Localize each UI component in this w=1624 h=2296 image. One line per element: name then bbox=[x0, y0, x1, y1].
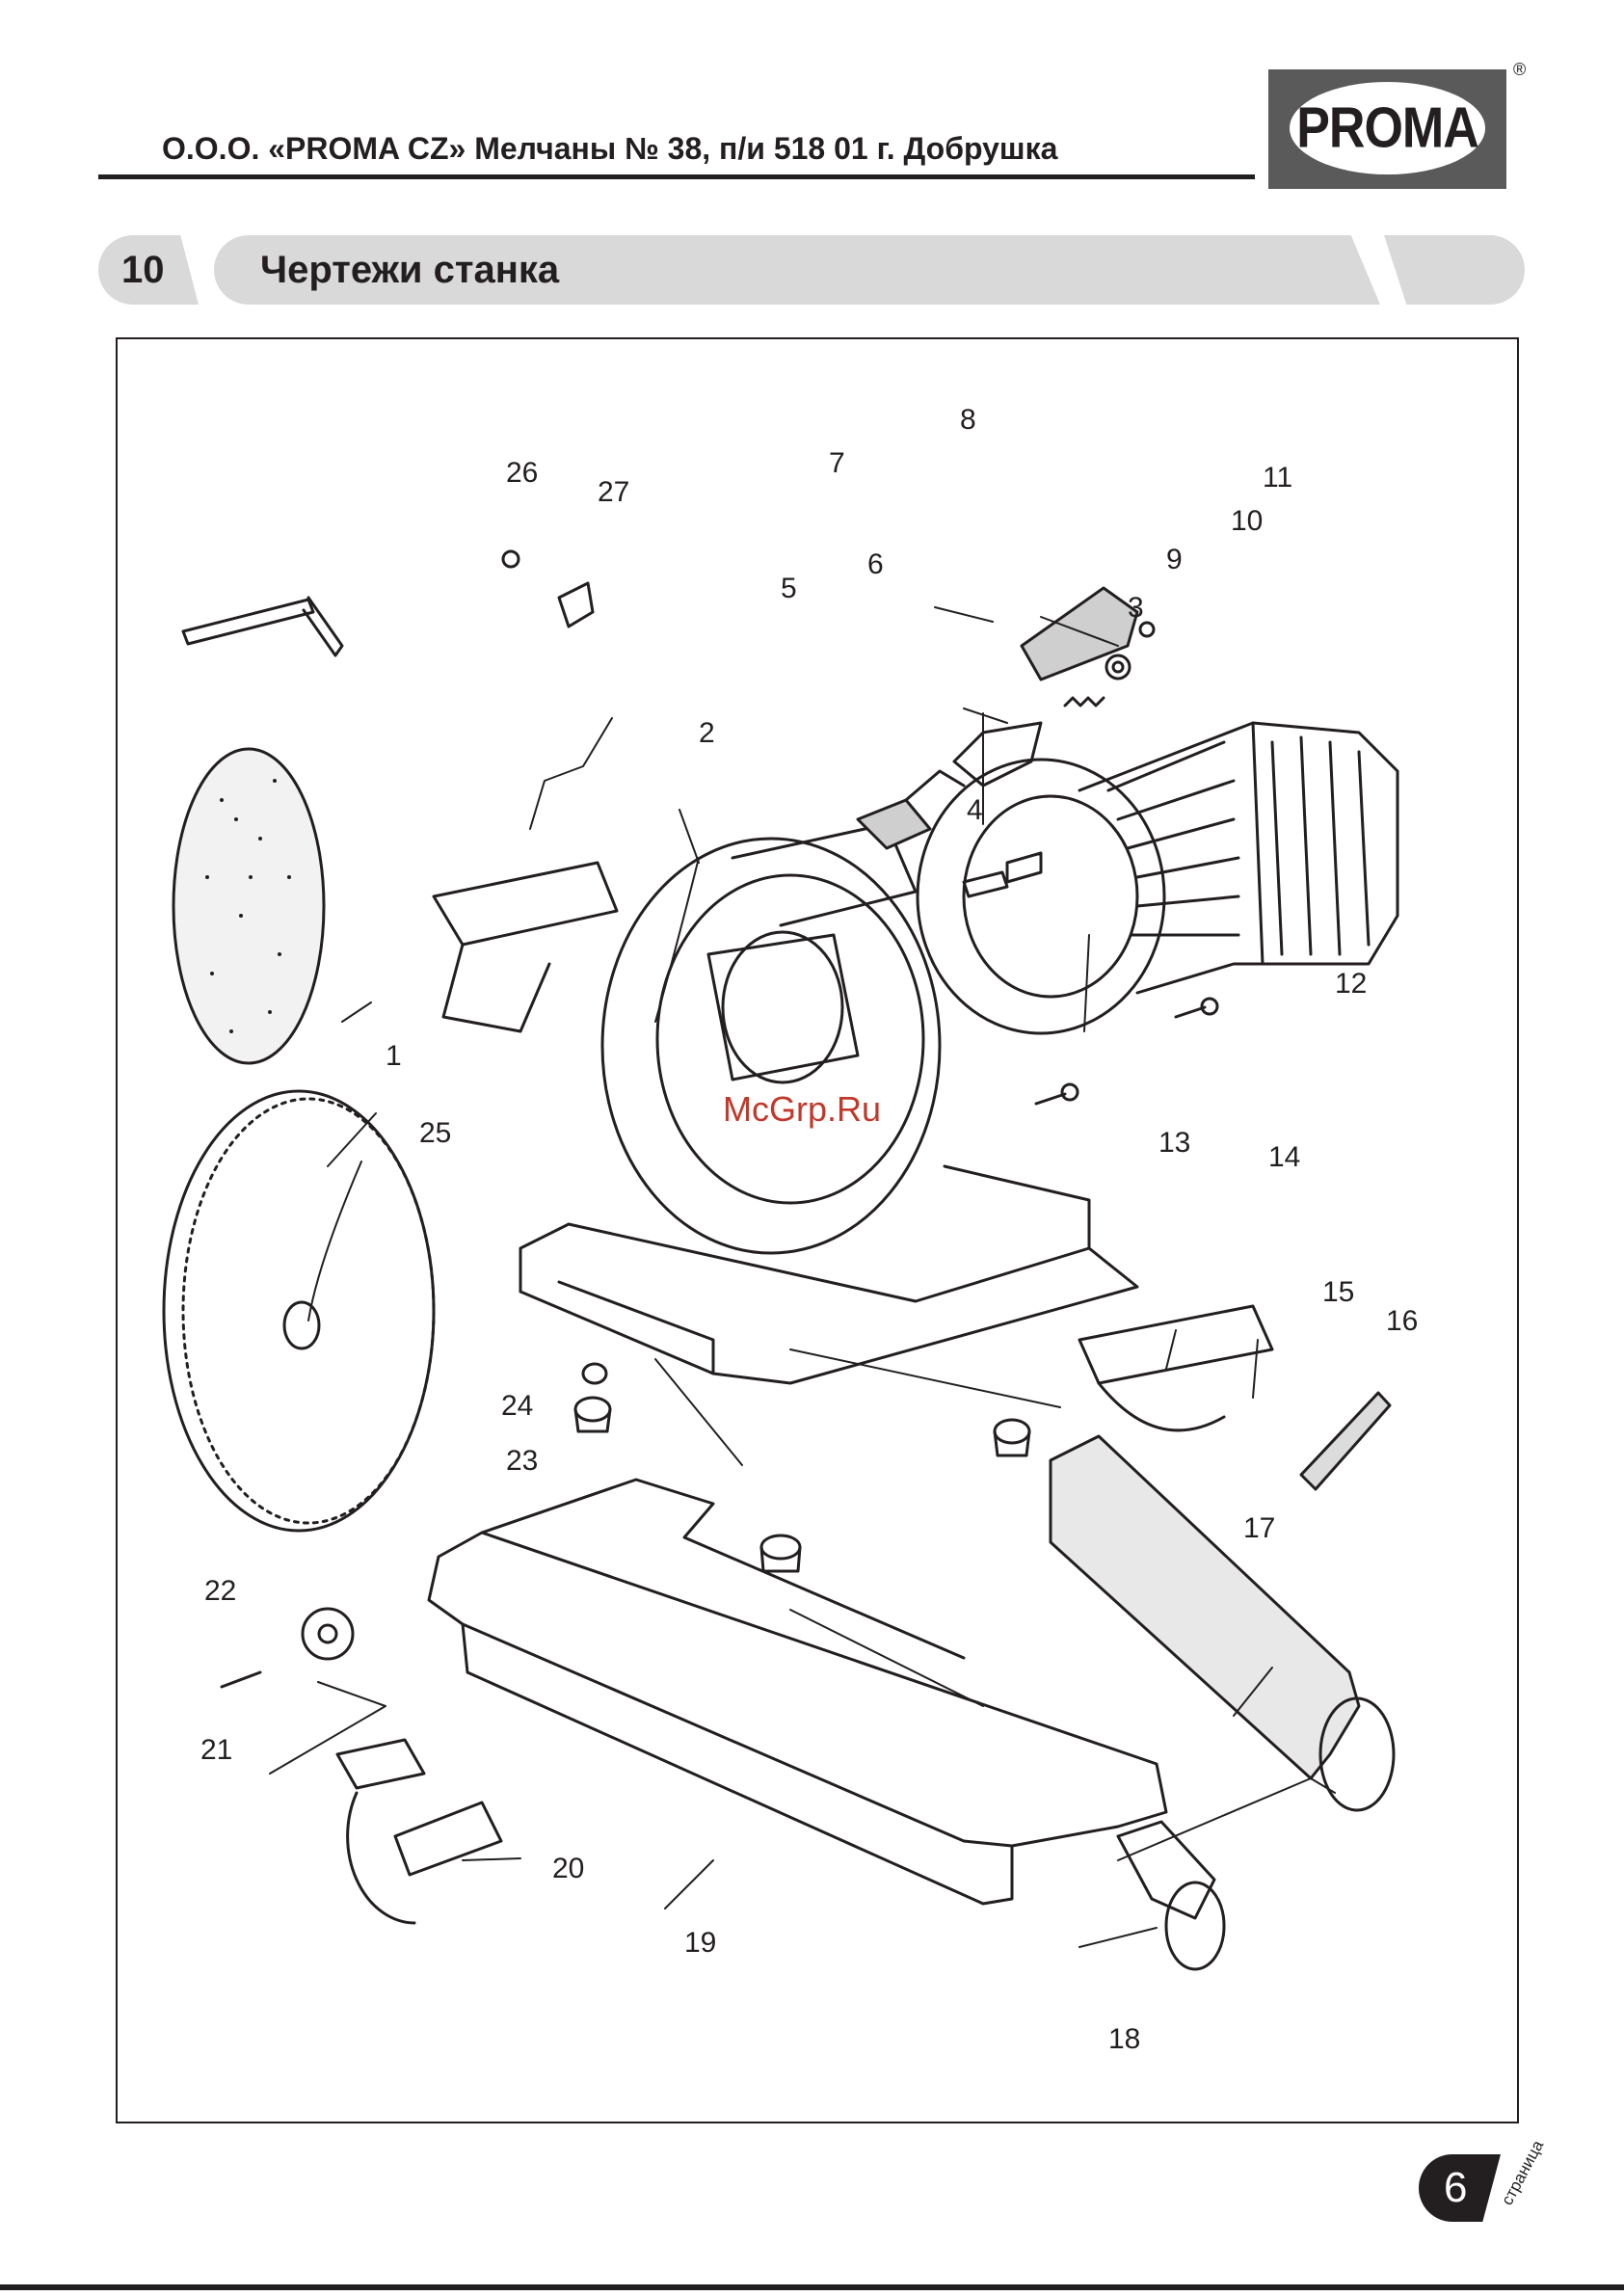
page-word-label: страница bbox=[1498, 2137, 1548, 2208]
callout-3: 3 bbox=[1128, 592, 1144, 624]
watermark-text: McGrp.Ru bbox=[723, 1089, 881, 1129]
callout-17: 17 bbox=[1243, 1512, 1275, 1544]
callout-23: 23 bbox=[506, 1445, 538, 1477]
callout-15: 15 bbox=[1322, 1276, 1354, 1308]
callout-10: 10 bbox=[1231, 505, 1263, 537]
callout-13: 13 bbox=[1158, 1127, 1190, 1159]
callout-16: 16 bbox=[1386, 1305, 1418, 1337]
callout-1: 1 bbox=[386, 1040, 402, 1072]
registered-mark: ® bbox=[1513, 60, 1526, 80]
page-number-badge: 6 bbox=[1419, 2154, 1501, 2222]
section-bar-tail bbox=[1384, 235, 1525, 305]
wheel-housing bbox=[602, 839, 940, 1253]
callout-22: 22 bbox=[204, 1575, 236, 1607]
header-divider bbox=[98, 174, 1255, 179]
abrasive-disc bbox=[173, 749, 324, 1063]
section-title: Чертежи станка bbox=[260, 249, 559, 292]
callout-9: 9 bbox=[1166, 544, 1183, 575]
callout-24: 24 bbox=[501, 1390, 533, 1422]
callout-14: 14 bbox=[1268, 1141, 1300, 1173]
callout-27: 27 bbox=[598, 476, 629, 508]
proma-logo: PROMA bbox=[1268, 69, 1506, 189]
logo-oval: PROMA bbox=[1290, 82, 1485, 174]
callout-19: 19 bbox=[684, 1927, 716, 1959]
callout-26: 26 bbox=[506, 457, 538, 489]
logo-text: PROMA bbox=[1296, 95, 1478, 162]
section-number-tab: 10 bbox=[98, 235, 199, 305]
callout-2: 2 bbox=[699, 717, 715, 749]
exploded-parts-drawing: 1 2 3 4 5 6 7 8 9 10 11 12 13 14 15 16 1… bbox=[116, 337, 1519, 2123]
page-number: 6 bbox=[1444, 2164, 1467, 2212]
callout-20: 20 bbox=[552, 1853, 584, 1884]
header-company-line: О.О.О. «PROMA CZ» Мелчаны № 38, п/и 518 … bbox=[162, 131, 1057, 167]
motor-front bbox=[918, 760, 1164, 1033]
callout-8: 8 bbox=[960, 404, 976, 436]
callout-18: 18 bbox=[1108, 2023, 1140, 2055]
callout-25: 25 bbox=[419, 1117, 451, 1149]
section-number: 10 bbox=[121, 249, 165, 292]
callout-5: 5 bbox=[781, 573, 797, 604]
callout-11: 11 bbox=[1263, 462, 1292, 494]
callout-12: 12 bbox=[1335, 968, 1367, 1000]
callout-4: 4 bbox=[967, 794, 983, 826]
bottom-edge-rule bbox=[0, 2284, 1624, 2290]
section-title-bar: Чертежи станка bbox=[214, 235, 1380, 305]
callout-21: 21 bbox=[200, 1734, 232, 1766]
callout-7: 7 bbox=[829, 447, 845, 479]
callout-6: 6 bbox=[867, 548, 884, 580]
work-table bbox=[429, 1533, 1166, 1846]
